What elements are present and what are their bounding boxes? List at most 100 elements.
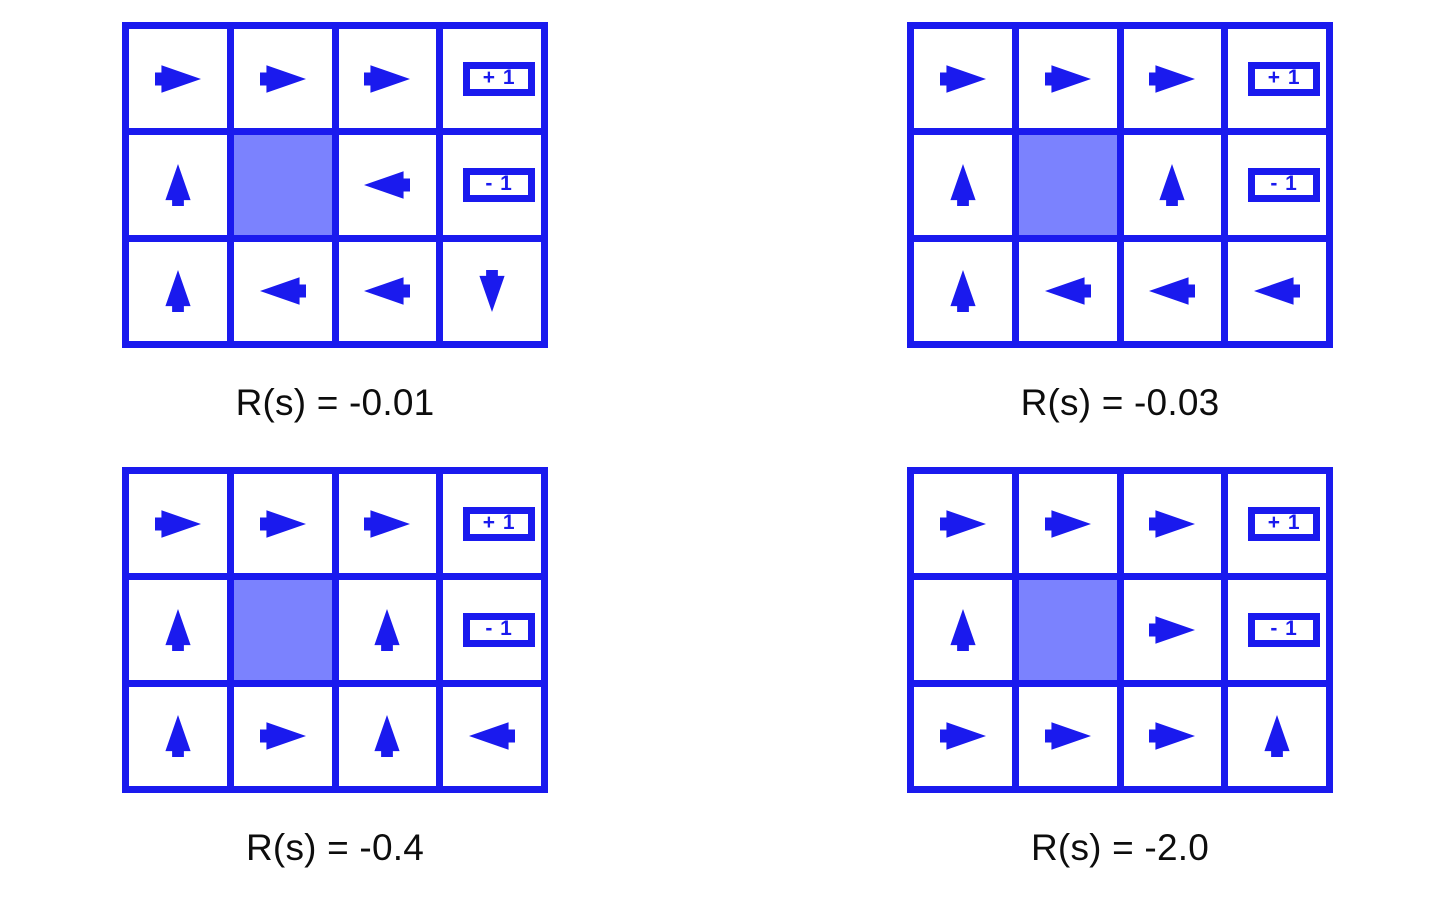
grid-cell-action-right (1123, 29, 1222, 129)
grid-cell-wall (1018, 580, 1117, 680)
gridworld-1: + 1 - 1 (907, 22, 1333, 348)
policy-panel-0: + 1 - 1 R(s) = -0.01 (100, 22, 570, 424)
arrow-down-icon (471, 248, 513, 334)
grid-cell-action-right (1123, 580, 1222, 680)
panel-caption-3: R(s) = -2.0 (1031, 827, 1209, 868)
grid-cell-action-right (233, 686, 332, 786)
arrow-right-icon (1025, 713, 1111, 759)
arrow-right-icon (920, 713, 1006, 759)
arrow-right-icon (920, 501, 1006, 547)
grid-cell-action-up (338, 580, 437, 680)
grid-cell-action-right (914, 29, 1012, 129)
grid-cell-action-right (233, 474, 332, 574)
arrow-up-icon (942, 142, 984, 228)
grid-cell-action-right (233, 29, 332, 129)
grid-cell-terminal-positive: + 1 (1228, 29, 1326, 129)
grid-cell-terminal-negative: - 1 (443, 135, 541, 235)
grid-cell-wall (233, 580, 332, 680)
policy-panel-3: + 1 - 1 R(s) = -2.0 (885, 467, 1355, 869)
grid-cell-action-right (129, 474, 227, 574)
arrow-up-icon (366, 693, 408, 779)
grid-cell-action-left (1123, 241, 1222, 341)
arrow-right-icon (135, 501, 221, 547)
arrow-up-icon (1256, 693, 1298, 779)
arrow-up-icon (1151, 142, 1193, 228)
gridworld-3: + 1 - 1 (907, 467, 1333, 793)
arrow-right-icon (344, 501, 430, 547)
terminal-reward-label: + 1 (482, 66, 516, 90)
grid-cell-terminal-positive: + 1 (443, 474, 541, 574)
terminal-box-positive: + 1 (1248, 506, 1321, 541)
arrow-right-icon (1129, 501, 1215, 547)
terminal-box-positive: + 1 (463, 506, 536, 541)
gridworld-2: + 1 - 1 (122, 467, 548, 793)
grid-cell-action-up (338, 686, 437, 786)
arrow-left-icon (1129, 268, 1215, 314)
grid-cell-action-right (338, 474, 437, 574)
grid-cell-action-up (129, 241, 227, 341)
grid-cell-action-up (129, 580, 227, 680)
grid-cell-action-right (1018, 686, 1117, 786)
gridworld-0: + 1 - 1 (122, 22, 548, 348)
arrow-up-icon (157, 587, 199, 673)
grid-cell-action-left (338, 135, 437, 235)
policy-panel-1: + 1- 1 R(s) = -0.03 (885, 22, 1355, 424)
grid-cell-terminal-negative: - 1 (1228, 580, 1326, 680)
arrow-up-icon (942, 587, 984, 673)
grid-cell-action-right (338, 29, 437, 129)
terminal-reward-label: - 1 (485, 172, 513, 196)
terminal-box-negative: - 1 (463, 167, 536, 202)
arrow-right-icon (240, 56, 326, 102)
grid-cell-action-up (914, 241, 1012, 341)
panel-caption-0: R(s) = -0.01 (235, 382, 435, 423)
grid-cell-action-left (1018, 241, 1117, 341)
grid-cell-action-up (1123, 135, 1222, 235)
arrow-right-icon (135, 56, 221, 102)
grid-cell-action-left (443, 686, 541, 786)
grid-cell-action-right (1123, 474, 1222, 574)
arrow-up-icon (157, 693, 199, 779)
arrow-left-icon (449, 713, 535, 759)
terminal-box-positive: + 1 (463, 61, 536, 96)
arrow-right-icon (344, 56, 430, 102)
grid-cell-action-right (914, 686, 1012, 786)
grid-cell-action-right (1018, 474, 1117, 574)
terminal-box-negative: - 1 (1248, 167, 1321, 202)
grid-cell-action-right (1123, 686, 1222, 786)
arrow-left-icon (344, 162, 430, 208)
grid-cell-action-left (233, 241, 332, 341)
grid-cell-action-left (1228, 241, 1326, 341)
arrow-up-icon (366, 587, 408, 673)
grid-cell-action-up (914, 580, 1012, 680)
grid-cell-action-left (338, 241, 437, 341)
grid-cell-action-up (129, 135, 227, 235)
grid-cell-action-down (443, 241, 541, 341)
arrow-right-icon (1025, 501, 1111, 547)
terminal-box-negative: - 1 (463, 612, 536, 647)
terminal-reward-label: - 1 (1270, 172, 1298, 196)
grid-cell-action-right (914, 474, 1012, 574)
panel-caption-2: R(s) = -0.4 (246, 827, 424, 868)
terminal-reward-label: + 1 (1267, 66, 1301, 90)
arrow-up-icon (942, 248, 984, 334)
arrow-right-icon (240, 501, 326, 547)
terminal-reward-label: - 1 (485, 617, 513, 641)
grid-cell-wall (233, 135, 332, 235)
arrow-right-icon (1129, 713, 1215, 759)
arrow-left-icon (240, 268, 326, 314)
arrow-right-icon (240, 713, 326, 759)
grid-cell-action-up (1228, 686, 1326, 786)
arrow-left-icon (1234, 268, 1320, 314)
terminal-box-negative: - 1 (1248, 612, 1321, 647)
grid-cell-terminal-positive: + 1 (1228, 474, 1326, 574)
arrow-right-icon (1129, 607, 1215, 653)
arrow-right-icon (920, 56, 1006, 102)
policy-panel-2: + 1 - 1 R(s) = -0.4 (100, 467, 570, 869)
grid-cell-terminal-positive: + 1 (443, 29, 541, 129)
arrow-up-icon (157, 248, 199, 334)
grid-cell-action-right (1018, 29, 1117, 129)
grid-cell-action-up (914, 135, 1012, 235)
terminal-reward-label: + 1 (482, 511, 516, 535)
grid-cell-terminal-negative: - 1 (1228, 135, 1326, 235)
